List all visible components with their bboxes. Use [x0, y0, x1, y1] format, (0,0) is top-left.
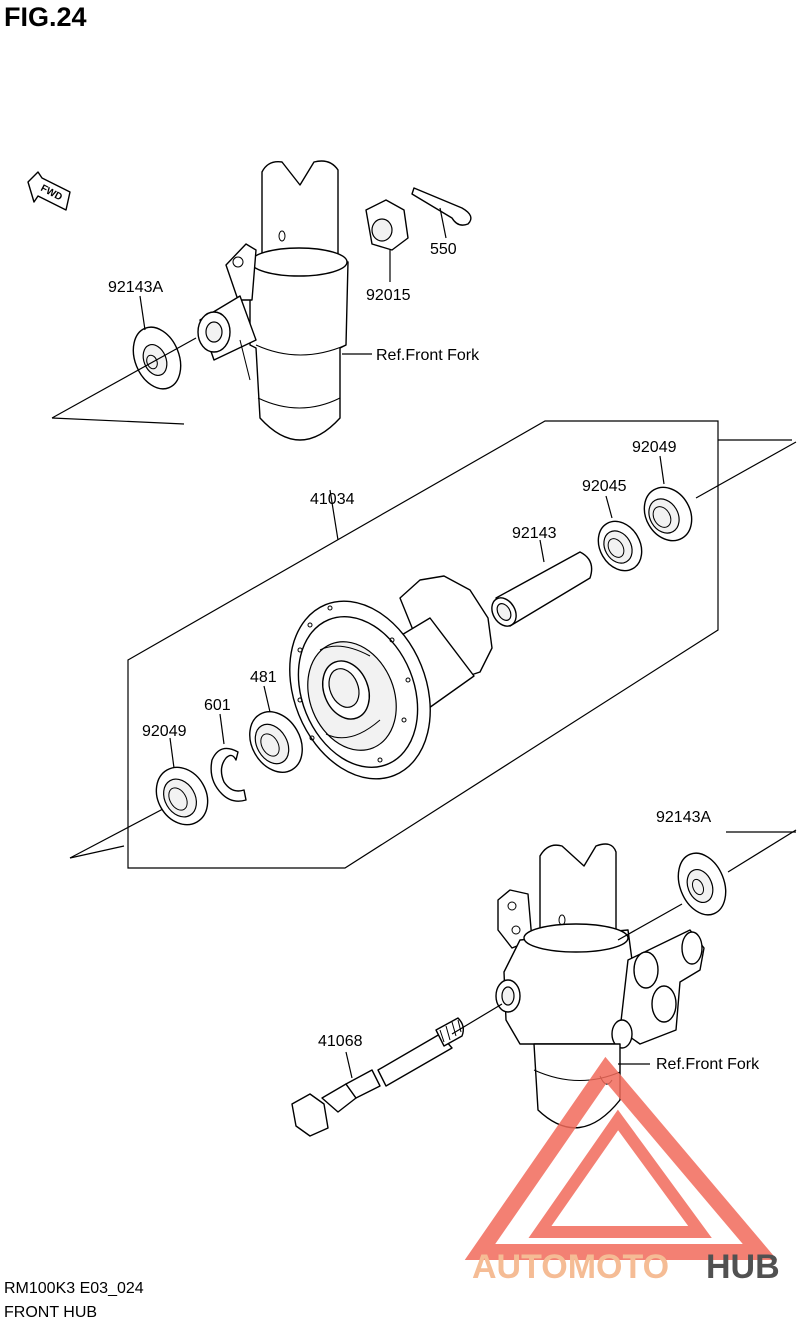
label-550: 550 — [430, 241, 457, 258]
label-92143A-bottom: 92143A — [656, 809, 711, 826]
label-41034: 41034 — [310, 491, 355, 508]
part-92143A-collar-top-drawing — [132, 326, 182, 390]
watermark-text-hub: HUB — [706, 1248, 780, 1286]
part-92049-oil-seal-right-drawing — [643, 486, 693, 542]
part-41068-axle-drawing — [291, 1017, 465, 1137]
part-601-circlip-drawing — [210, 747, 247, 802]
part-481-bearing-drawing — [249, 711, 303, 773]
label-92045: 92045 — [582, 478, 627, 495]
section-name: FRONT HUB — [4, 1304, 98, 1321]
front-fork-right-drawing — [495, 843, 705, 1129]
label-92015: 92015 — [366, 287, 411, 304]
part-92045-bearing-drawing — [597, 520, 643, 572]
label-ref-front-fork-bottom: Ref.Front Fork — [656, 1056, 760, 1073]
figure-title: FIG.24 — [4, 2, 87, 32]
label-601: 601 — [204, 697, 231, 714]
label-481: 481 — [250, 669, 277, 686]
part-92049-oil-seal-left-drawing — [155, 766, 209, 826]
label-92049-right: 92049 — [632, 439, 677, 456]
part-92015-nut-drawing — [365, 199, 409, 251]
part-92143A-collar-bottom-drawing — [677, 852, 727, 916]
label-ref-front-fork-top: Ref.Front Fork — [376, 347, 480, 364]
automotohub-watermark-logo: AUTOMOTO HUB — [464, 1056, 780, 1286]
watermark-text-automoto: AUTOMOTO — [472, 1248, 669, 1286]
front-fork-left-drawing — [197, 160, 349, 441]
label-92143A-top: 92143A — [108, 279, 163, 296]
part-92143-spacer-tube-drawing — [491, 551, 593, 627]
forward-direction-arrow-icon: FWD — [27, 171, 71, 211]
part-550-cotter-pin-drawing — [411, 187, 472, 226]
label-92049-left: 92049 — [142, 723, 187, 740]
label-41068: 41068 — [318, 1033, 363, 1050]
label-92143: 92143 — [512, 525, 557, 542]
model-code: RM100K3 E03_024 — [4, 1280, 144, 1297]
part-41034-wheel-hub-drawing — [289, 575, 493, 780]
